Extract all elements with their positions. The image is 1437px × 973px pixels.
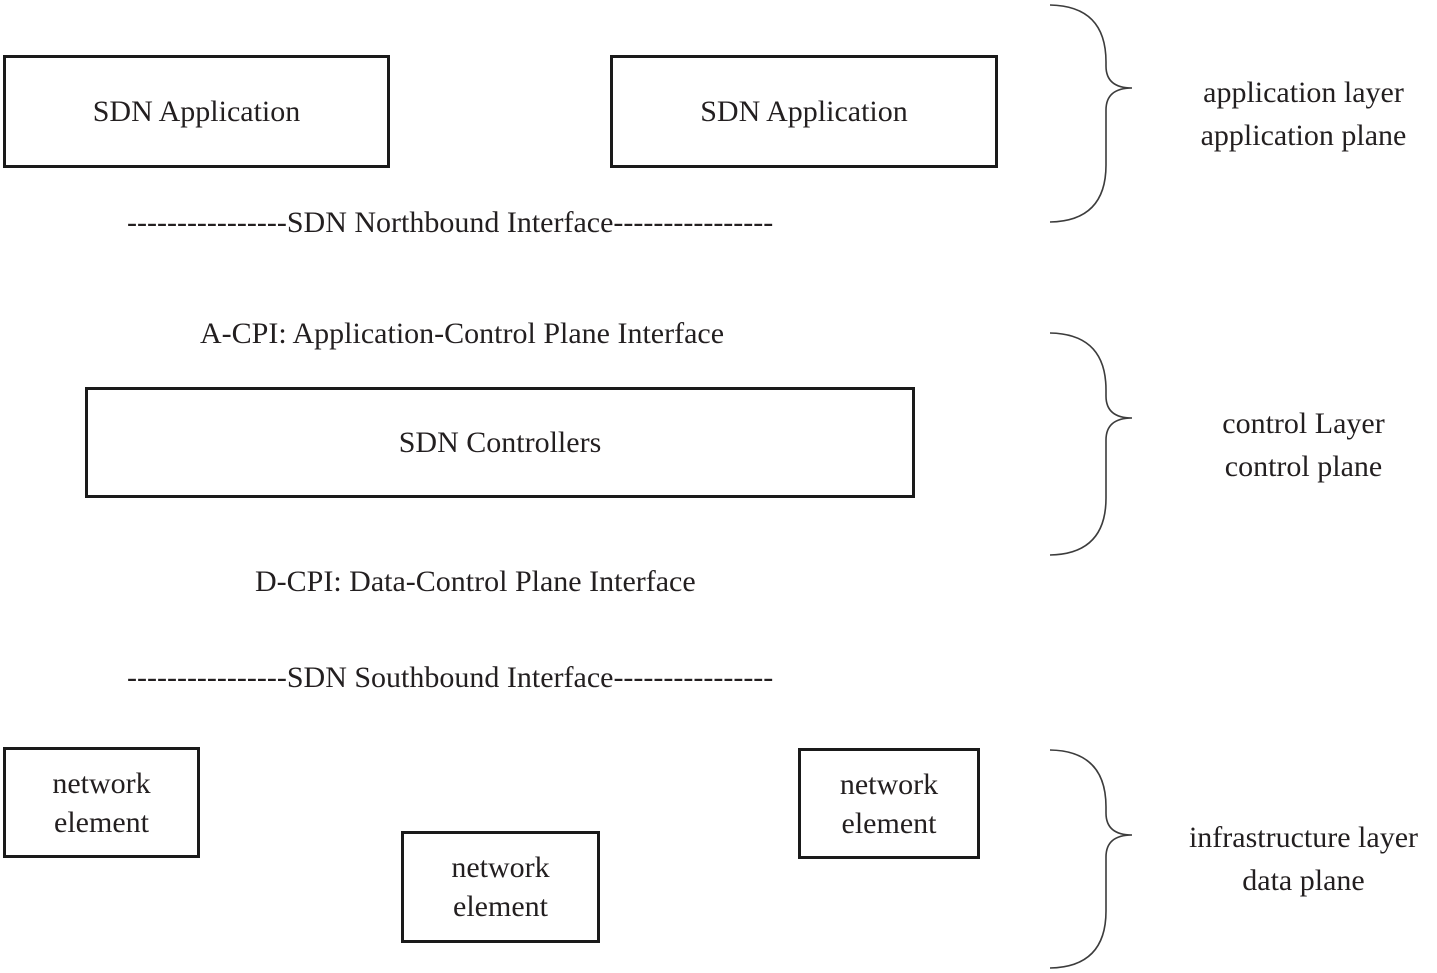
sdn-controllers-box: SDN Controllers — [85, 387, 915, 498]
a-cpi-label: A-CPI: Application-Control Plane Interfa… — [200, 317, 725, 350]
application-layer-label: application layer application plane — [1200, 76, 1407, 152]
sdn-application-label-left: SDN Application — [92, 95, 301, 128]
network-element-box-left: network element — [3, 747, 200, 858]
sdn-controllers-label: SDN Controllers — [398, 426, 602, 459]
sdn-northbound-interface-label: ----------------SDN Northbound Interface… — [127, 206, 774, 239]
network-element-box-right: network element — [798, 748, 980, 859]
sdn-southbound-interface-label: ----------------SDN Southbound Interface… — [127, 661, 774, 694]
brace-infrastructure-layer — [1049, 749, 1133, 969]
control-layer-label: control Layer control plane — [1222, 407, 1385, 483]
sdn-application-label-right: SDN Application — [700, 95, 908, 128]
network-element-label: network element — [839, 767, 939, 840]
brace-control-layer — [1049, 332, 1133, 556]
brace-application-layer — [1049, 4, 1133, 223]
network-element-box-middle: network element — [401, 831, 600, 943]
network-element-label: network element — [52, 766, 151, 839]
sdn-application-box-right: SDN Application — [610, 55, 998, 168]
infrastructure-layer-label: infrastructure layer data plane — [1188, 821, 1419, 897]
d-cpi-label: D-CPI: Data-Control Plane Interface — [255, 565, 696, 598]
network-element-label: network element — [451, 851, 550, 923]
sdn-application-box-left: SDN Application — [3, 55, 390, 168]
